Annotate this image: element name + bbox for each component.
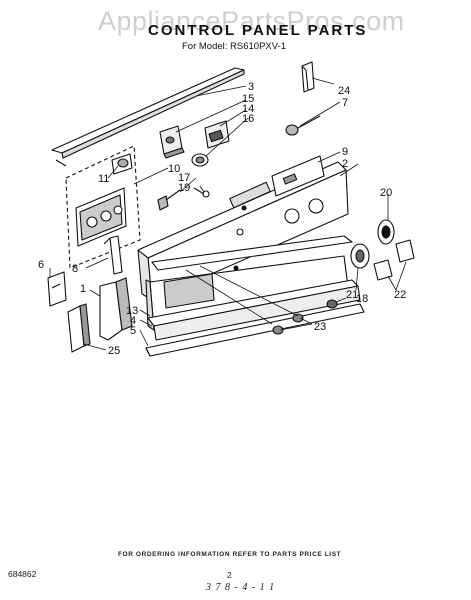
callout-10: 10 — [168, 163, 180, 175]
part-5-base-rail — [145, 303, 365, 357]
part-25-strip — [67, 303, 91, 353]
callout-19: 19 — [178, 182, 190, 194]
callout-5: 5 — [130, 325, 136, 337]
part-17-screw — [157, 189, 181, 211]
part-16-grommet — [191, 153, 209, 167]
part-19-screw — [193, 187, 210, 198]
model-line: For Model: RS610PXV-1 — [182, 41, 287, 52]
part-3-top-trim — [51, 67, 245, 167]
leader-lines — [49, 77, 407, 351]
part-14-switch — [204, 120, 230, 149]
part-22-knob — [373, 239, 415, 281]
callout-2: 2 — [342, 158, 348, 170]
callout-4: 4 — [130, 315, 136, 327]
callout-25: 25 — [108, 345, 120, 357]
callout-6: 6 — [38, 259, 44, 271]
callout-3: 3 — [248, 81, 254, 93]
callout-20: 20 — [380, 187, 392, 199]
callout-21: 21 — [346, 289, 358, 301]
part-20-knob-skirt — [377, 219, 395, 245]
watermark: AppliancePartsPros.com — [98, 6, 405, 36]
callout-9: 9 — [342, 146, 348, 158]
callout-22: 22 — [394, 289, 406, 301]
callout-14: 14 — [242, 103, 254, 115]
part-9-window-trim — [271, 155, 325, 197]
page-title: CONTROL PANEL PARTS — [148, 22, 368, 39]
part-8-bracket — [103, 235, 123, 275]
callout-7: 7 — [342, 97, 348, 109]
part-7-plug — [285, 115, 321, 136]
callout-17: 17 — [178, 172, 190, 184]
callout-labels: 3 15 14 16 24 7 9 2 10 11 17 19 20 21 18… — [38, 81, 406, 357]
callout-16: 16 — [242, 113, 254, 125]
part-15-switch — [159, 125, 185, 159]
callout-13: 13 — [126, 305, 138, 317]
part-21-knob-skirt — [350, 243, 370, 269]
part-6-side-bracket — [47, 271, 67, 307]
part-1-end-cap — [99, 277, 133, 341]
handwritten-mark: 3 7 8 - 4 - 1 1 — [206, 582, 276, 593]
callout-24: 24 — [338, 85, 350, 97]
diagram-code: 684862 — [8, 569, 37, 579]
page-number: 2 — [227, 570, 232, 580]
part-24-bracket — [301, 61, 315, 93]
callout-1: 1 — [80, 283, 86, 295]
callout-8: 8 — [72, 263, 78, 275]
callout-15: 15 — [242, 93, 254, 105]
callout-18: 18 — [356, 293, 368, 305]
callout-11: 11 — [98, 173, 109, 185]
part-18-screw — [326, 299, 338, 309]
part-23-nut — [272, 313, 304, 335]
part-10-module-group — [65, 145, 141, 269]
callout-23: 23 — [314, 321, 326, 333]
part-13-base-strip — [147, 279, 361, 341]
ordering-note: FOR ORDERING INFORMATION REFER TO PARTS … — [118, 551, 342, 558]
